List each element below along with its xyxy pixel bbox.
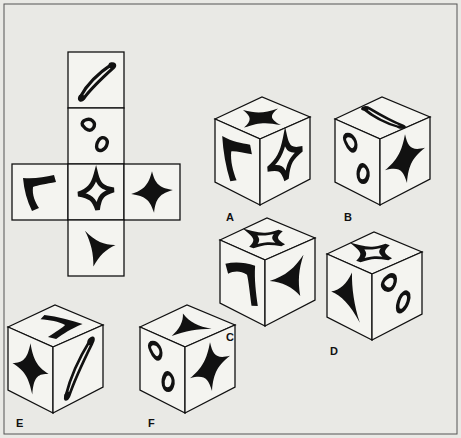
cube bbox=[335, 96, 430, 205]
option-letter: D bbox=[330, 346, 338, 357]
cube bbox=[215, 97, 310, 205]
cube-net bbox=[12, 52, 180, 276]
option-letter: C bbox=[226, 332, 234, 343]
option-letter: A bbox=[226, 212, 234, 223]
cube bbox=[327, 232, 422, 340]
option-letter: B bbox=[344, 212, 352, 223]
option-letter: F bbox=[148, 418, 155, 429]
option-letter: E bbox=[16, 418, 23, 429]
cube bbox=[220, 218, 315, 326]
cube bbox=[8, 305, 103, 413]
cube bbox=[140, 305, 235, 413]
